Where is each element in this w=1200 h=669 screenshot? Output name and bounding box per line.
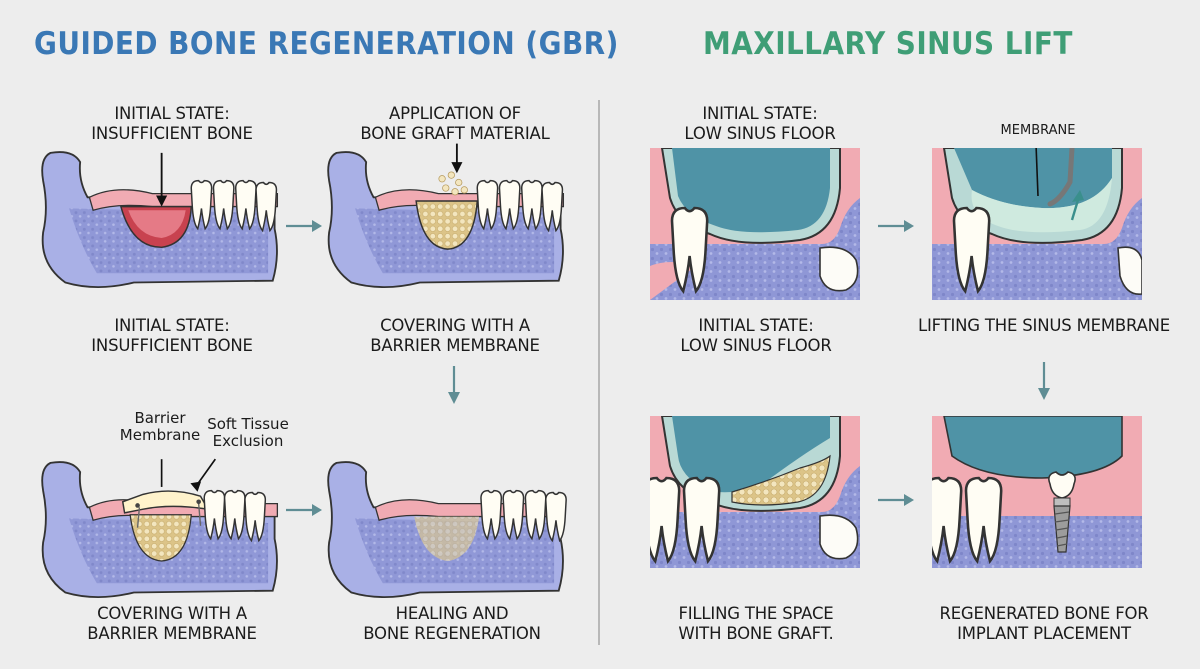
- sinus-arrow-2-to-4: [1038, 362, 1050, 400]
- sinus-step4-illustration: [932, 416, 1142, 568]
- sinus-step2-bottom-caption: LIFTING THE SINUS MEMBRANE: [917, 316, 1171, 335]
- sinus-arrow-3-to-4: [878, 494, 914, 506]
- sinus-arrow-1-to-2: [878, 220, 914, 232]
- gbr-arrow-1-to-2: [286, 220, 322, 232]
- gbr-step1-top-caption: INITIAL STATE:INSUFFICIENT BONE: [91, 104, 253, 143]
- sinus-step1-bottom-caption: INITIAL STATE:LOW SINUS FLOOR: [680, 316, 832, 355]
- sinus-step1-top-caption: INITIAL STATE:LOW SINUS FLOOR: [684, 104, 836, 143]
- sinus-title: MAXILLARY SINUS LIFT: [703, 26, 1073, 62]
- gbr-arrow-2-to-4: [448, 366, 460, 404]
- gbr-step4-jaw-illustration: [327, 461, 567, 599]
- sinus-step2-illustration: [932, 148, 1142, 300]
- gbr-step1-jaw-illustration: [41, 151, 279, 289]
- gbr-step3-jaw-illustration: [41, 458, 279, 599]
- gbr-step2-jaw-illustration: [327, 143, 565, 289]
- section-divider: [598, 100, 600, 645]
- sinus-step3-illustration: [650, 416, 860, 568]
- gbr-title: GUIDED BONE REGENERATION (GBR): [34, 26, 619, 62]
- membrane-label: MEMBRANE: [1000, 123, 1076, 138]
- gbr-step1-bottom-caption: INITIAL STATE:INSUFFICIENT BONE: [91, 316, 253, 355]
- gbr-arrow-3-to-4: [286, 504, 322, 516]
- sinus-step1-illustration: [650, 148, 860, 300]
